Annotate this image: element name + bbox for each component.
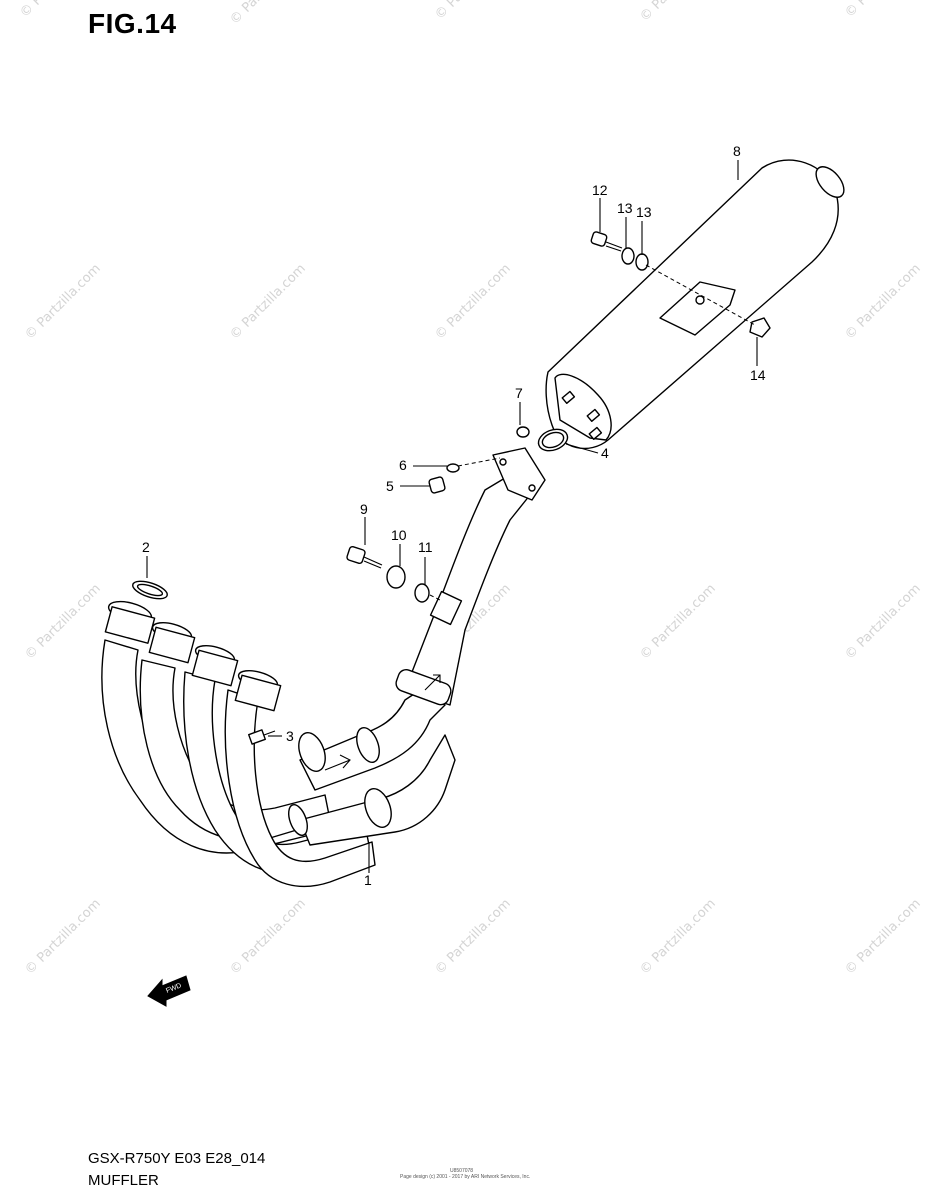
watermark: © Partzilla.com (637, 0, 719, 25)
callout-14: 14 (750, 367, 766, 383)
model-code: GSX-R750Y E03 E28_014 (88, 1150, 266, 1167)
callout-2: 2 (142, 539, 150, 555)
callout-12: 12 (592, 182, 608, 198)
exhaust-header-pipes (101, 447, 546, 888)
callout-4: 4 (601, 445, 609, 461)
watermark: © Partzilla.com (637, 896, 719, 978)
watermark: © Partzilla.com (22, 896, 104, 978)
exhaust-gasket (132, 580, 168, 600)
callout-7: 7 (515, 385, 523, 401)
figure-title: FIG.14 (88, 8, 177, 39)
watermark: © Partzilla.com (842, 581, 924, 663)
header-inlet-flanges (104, 600, 282, 712)
watermark: © Partzilla.com (22, 261, 104, 343)
muffler-mount-fasteners (590, 231, 771, 338)
bracket-fasteners (346, 545, 430, 603)
header-bolt (248, 729, 276, 745)
callout-1: 1 (364, 872, 372, 888)
callout-13b: 13 (636, 204, 652, 220)
footer-copyright-note: Page design (c) 2001 - 2017 by ARI Netwo… (400, 1174, 531, 1180)
callout-3: 3 (286, 728, 294, 744)
leader-lines (146, 160, 758, 873)
callout-9: 9 (360, 501, 368, 517)
watermark: © Partzilla.com (842, 261, 924, 343)
small-fasteners (428, 426, 530, 494)
watermark: © Partzilla.com (637, 581, 719, 663)
callout-13a: 13 (617, 200, 633, 216)
watermark: © Partzilla.com (842, 0, 924, 21)
section-name: MUFFLER (88, 1172, 159, 1189)
watermark-layer: © Partzilla.com © Partzilla.com © Partzi… (17, 0, 924, 978)
watermark: © Partzilla.com (227, 0, 309, 28)
watermark: © Partzilla.com (842, 896, 924, 978)
watermark: © Partzilla.com (432, 261, 514, 343)
callout-11: 11 (418, 539, 433, 555)
callout-8: 8 (733, 143, 741, 159)
watermark: © Partzilla.com (227, 896, 309, 978)
callout-10: 10 (391, 527, 407, 543)
watermark: © Partzilla.com (22, 581, 104, 663)
watermark: © Partzilla.com (432, 896, 514, 978)
callout-labels: 1 2 3 4 5 6 7 8 9 10 11 12 13 13 14 (142, 143, 766, 888)
muffler-body (545, 159, 845, 450)
callout-6: 6 (399, 457, 407, 473)
callout-5: 5 (386, 478, 394, 494)
fwd-arrow-icon: FWD (147, 975, 191, 1007)
muffler-gasket (537, 428, 569, 452)
footer-small-code: U8507078 (450, 1168, 474, 1174)
watermark: © Partzilla.com (17, 0, 99, 21)
watermark: © Partzilla.com (227, 261, 309, 343)
watermark: © Partzilla.com (432, 0, 514, 23)
